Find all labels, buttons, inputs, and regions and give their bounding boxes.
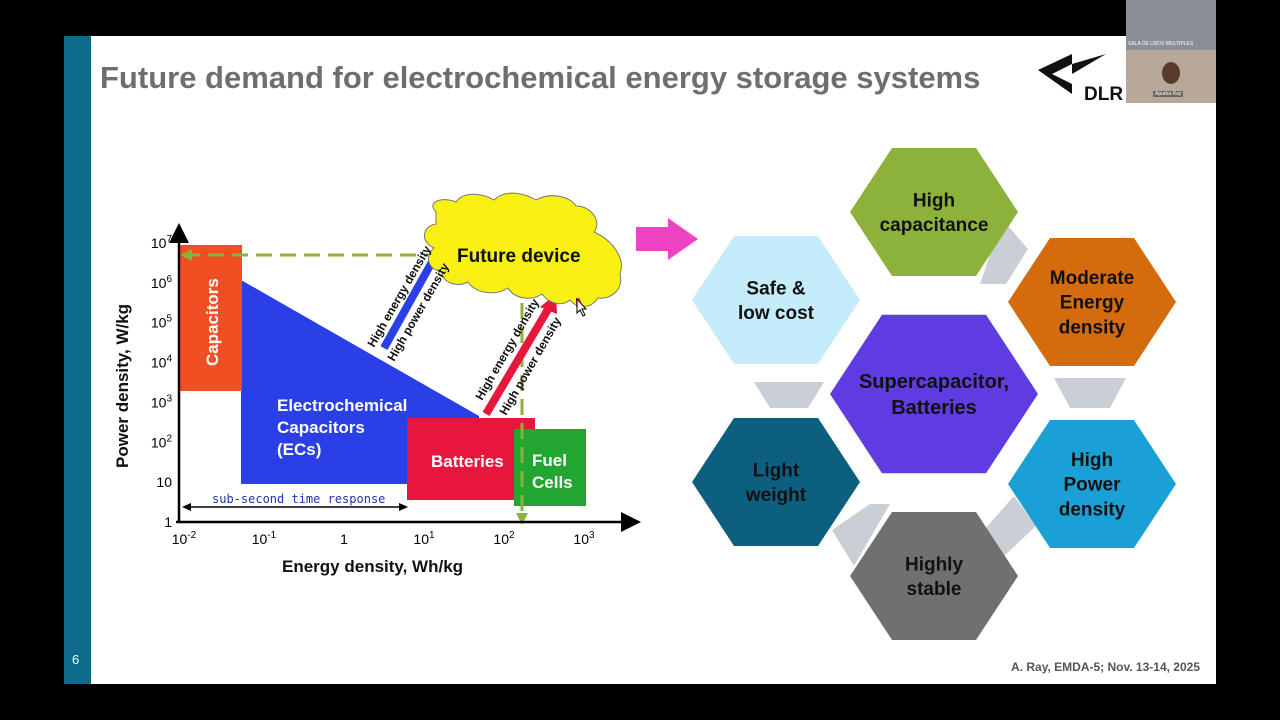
connector-top-right	[980, 219, 1028, 284]
y-tick-label: 103	[151, 393, 173, 410]
y-tick-label: 104	[151, 354, 173, 371]
region-batteries	[407, 418, 535, 500]
connector-bottom-left	[832, 504, 890, 566]
connector-bottom-right	[984, 496, 1036, 556]
hexagon-upper-left-label: low cost	[738, 303, 815, 324]
region-fuel-cells	[514, 429, 586, 506]
hexagon-upper-right-label: Energy	[1060, 293, 1125, 314]
y-tick-label: 107	[151, 234, 173, 251]
hexagon-lower-right-label: density	[1059, 499, 1126, 520]
connector-left	[754, 382, 824, 408]
hexagon-upper-left	[692, 236, 860, 364]
future-device-label: Future device	[457, 246, 581, 267]
hexagon-center-label: Supercapacitor,	[859, 371, 1009, 393]
fuel-cells-label-line2: Cells	[532, 473, 573, 492]
hexagon-lower-left-label: weight	[745, 485, 807, 506]
hexagon-bottom	[850, 512, 1018, 640]
y-tick-label: 1	[164, 514, 172, 530]
hexagon-top-label: High	[913, 190, 955, 211]
hexagon-lower-left-label: Light	[753, 460, 800, 481]
connector-right	[1054, 378, 1126, 408]
y-axis-label: Power density, W/kg	[113, 304, 132, 468]
webcam-room-label: SALA DE USOS MULTIPLES	[1128, 41, 1194, 47]
webcam-thumbnail[interactable]: SALA DE USOS MULTIPLES Apurba Ray	[1126, 0, 1216, 103]
hexagon-upper-left-label: Safe &	[746, 278, 805, 299]
cursor-icon	[576, 298, 588, 317]
hexagon-upper-right	[1008, 238, 1176, 366]
hexagon-upper-right-label: Moderate	[1050, 268, 1134, 289]
energy-power-chart: Future device High energy density High p…	[113, 192, 698, 576]
y-tick-label: 102	[151, 433, 173, 450]
ec-label-line1: Electrochemical	[277, 396, 407, 415]
y-tick-label: 10	[156, 474, 172, 490]
hexagon-lower-left	[692, 418, 860, 546]
webcam-speaker-head	[1162, 62, 1180, 84]
hexagon-bottom-label: Highly	[905, 554, 963, 575]
time-response-arrowhead-right	[399, 503, 408, 511]
footer-citation: A. Ray, EMDA-5; Nov. 13-14, 2025	[1011, 660, 1200, 674]
region-capacitors	[180, 245, 242, 391]
guide-arrow-left	[180, 249, 192, 261]
x-tick-label: 102	[493, 530, 515, 547]
guide-arrow-down	[516, 513, 528, 525]
x-axis-label: Energy density, Wh/kg	[282, 557, 463, 576]
hexagon-center-label: Batteries	[891, 397, 977, 419]
dlr-logo-icon	[1038, 54, 1106, 94]
hexagon-lower-right	[1008, 420, 1176, 548]
dlr-logo-text: DLR	[1084, 84, 1124, 105]
pink-arrow	[636, 218, 698, 260]
future-device-cloud	[424, 192, 622, 307]
slide: 6 Future demand for electrochemical ener…	[64, 36, 1216, 684]
slide-title: Future demand for electrochemical energy…	[100, 60, 981, 95]
time-response-label: sub-second time response	[212, 492, 385, 506]
hexagon-lower-right-label: High	[1071, 450, 1113, 471]
x-tick-label: 10-2	[172, 530, 197, 547]
hexagon-upper-right-label: density	[1059, 317, 1126, 338]
x-tick-label: 101	[413, 530, 435, 547]
ec-label-line2: Capacitors	[277, 418, 365, 437]
hexagon-top	[850, 148, 1018, 276]
webcam-name-label: Apurba Ray	[1153, 91, 1184, 97]
slide-number: 6	[72, 652, 80, 667]
capacitors-label: Capacitors	[203, 278, 222, 366]
y-tick-label: 105	[151, 314, 173, 331]
batteries-label: Batteries	[431, 452, 504, 471]
x-tick-label: 10-1	[252, 530, 277, 547]
arrow-battery-to-future	[482, 303, 554, 417]
x-tick-label: 103	[573, 530, 595, 547]
fuel-cells-label-line1: Fuel	[532, 451, 567, 470]
hexagon-center	[830, 314, 1038, 474]
ec-label-line3: (ECs)	[277, 440, 321, 459]
webcam-room-view	[1126, 0, 1216, 50]
hexagon-bottom-label: stable	[907, 579, 962, 600]
y-tick-label: 106	[151, 274, 173, 291]
hexagon-top-label: capacitance	[880, 215, 989, 236]
time-response-arrowhead-left	[182, 503, 191, 511]
x-tick-label: 1	[340, 531, 348, 547]
hexagon-diagram: Supercapacitor,BatteriesHighcapacitanceM…	[692, 148, 1176, 640]
hexagon-lower-right-label: Power	[1063, 475, 1121, 496]
slide-side-bar	[64, 36, 91, 684]
